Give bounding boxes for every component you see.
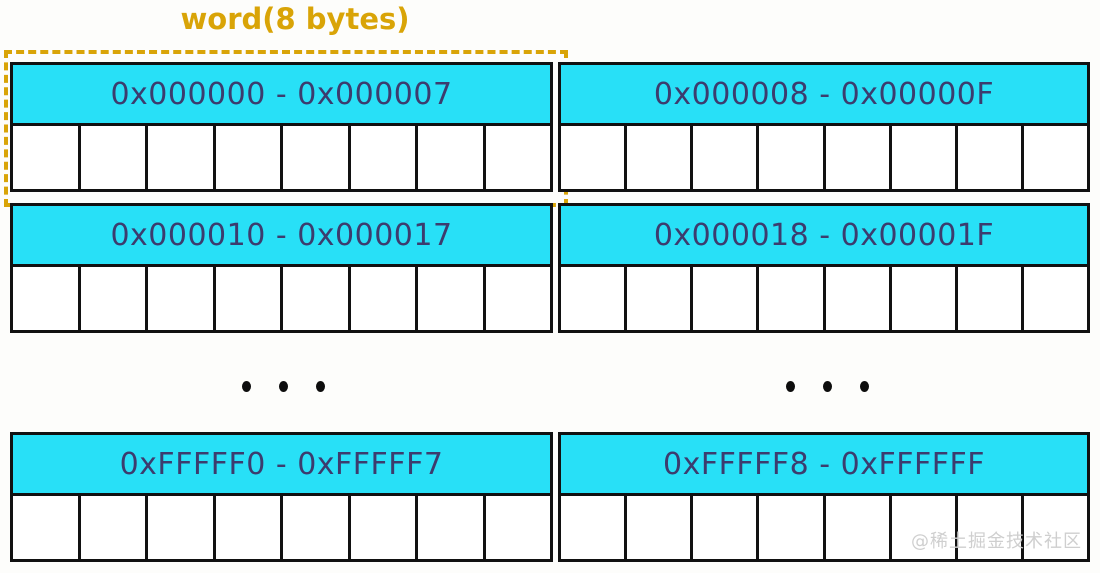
byte-cell — [347, 123, 418, 192]
word-cell-right: 0xFFFFF8 - 0xFFFFFF — [558, 432, 1090, 562]
address-range-label: 0xFFFFF0 - 0xFFFFF7 — [10, 432, 553, 496]
address-range-label: 0x000010 - 0x000017 — [10, 203, 553, 267]
byte-cell — [756, 493, 826, 562]
byte-cell — [558, 493, 628, 562]
byte-cell — [756, 123, 826, 192]
address-range-label: 0xFFFFF8 - 0xFFFFFF — [558, 432, 1090, 496]
ellipsis-dot — [242, 381, 251, 392]
byte-cell — [482, 493, 553, 562]
word-cell-left: 0xFFFFF0 - 0xFFFFF7 — [10, 432, 553, 562]
memory-block-row-2: 0xFFFFF0 - 0xFFFFF7 0xFFFFF8 - 0xFFFFFF — [10, 432, 1090, 562]
byte-cell — [212, 264, 283, 333]
byte-cell — [212, 493, 283, 562]
byte-cell — [415, 493, 486, 562]
byte-cell — [690, 264, 760, 333]
byte-cell — [1020, 123, 1090, 192]
byte-cell — [624, 264, 694, 333]
byte-cell — [415, 123, 486, 192]
byte-cell — [690, 123, 760, 192]
byte-cell — [558, 123, 628, 192]
byte-cell — [212, 123, 283, 192]
byte-cell — [347, 493, 418, 562]
byte-cell — [77, 264, 148, 333]
ellipsis-left — [242, 381, 325, 392]
byte-cell — [482, 123, 553, 192]
ellipsis-dot — [279, 381, 288, 392]
byte-cell — [954, 123, 1024, 192]
ellipsis-dot — [316, 381, 325, 392]
word-cell-left: 0x000010 - 0x000017 — [10, 203, 553, 333]
address-range-label: 0x000018 - 0x00001F — [558, 203, 1090, 267]
byte-cell-row — [10, 493, 553, 562]
word-cell-right: 0x000018 - 0x00001F — [558, 203, 1090, 333]
byte-cell-row — [558, 493, 1090, 562]
byte-cell — [822, 264, 892, 333]
address-range-label: 0x000008 - 0x00000F — [558, 62, 1090, 126]
byte-cell — [280, 493, 351, 562]
byte-cell — [77, 123, 148, 192]
byte-cell — [624, 123, 694, 192]
byte-cell — [280, 123, 351, 192]
byte-cell — [822, 493, 892, 562]
word-cell-left: 0x000000 - 0x000007 — [10, 62, 553, 192]
byte-cell — [558, 264, 628, 333]
byte-cell — [10, 493, 81, 562]
ellipsis-right — [786, 381, 869, 392]
byte-cell — [280, 264, 351, 333]
byte-cell — [756, 264, 826, 333]
byte-cell-row — [10, 264, 553, 333]
byte-cell — [690, 493, 760, 562]
byte-cell — [482, 264, 553, 333]
byte-cell — [954, 264, 1024, 333]
ellipsis-dot — [860, 381, 869, 392]
byte-cell — [1020, 264, 1090, 333]
address-range-label: 0x000000 - 0x000007 — [10, 62, 553, 126]
byte-cell — [145, 123, 216, 192]
address-bar-row: 0x000010 - 0x000017 0x000018 - 0x00001F — [10, 203, 1090, 333]
watermark: @稀土掘金技术社区 — [911, 531, 1082, 552]
byte-cell — [10, 123, 81, 192]
byte-cell-row — [558, 123, 1090, 192]
byte-cell — [10, 264, 81, 333]
ellipsis-dot — [823, 381, 832, 392]
byte-cell — [77, 493, 148, 562]
byte-cell — [624, 493, 694, 562]
byte-cell — [145, 264, 216, 333]
byte-cell — [888, 493, 958, 562]
byte-cell — [888, 264, 958, 333]
memory-block-row-1: 0x000010 - 0x000017 0x000018 - 0x00001F — [10, 203, 1090, 333]
ellipsis-dot — [786, 381, 795, 392]
address-bar-row: 0x000000 - 0x000007 0x000008 - 0x00000F — [10, 62, 1090, 192]
byte-cell — [145, 493, 216, 562]
byte-cell — [347, 264, 418, 333]
byte-cell — [1020, 493, 1090, 562]
byte-cell — [822, 123, 892, 192]
byte-cell — [954, 493, 1024, 562]
word-size-title: word(8 bytes) — [180, 2, 410, 36]
memory-block-row-0: 0x000000 - 0x000007 0x000008 - 0x00000F — [10, 62, 1090, 192]
word-cell-right: 0x000008 - 0x00000F — [558, 62, 1090, 192]
address-bar-row: 0xFFFFF0 - 0xFFFFF7 0xFFFFF8 - 0xFFFFFF — [10, 432, 1090, 562]
byte-cell — [415, 264, 486, 333]
byte-cell — [888, 123, 958, 192]
byte-cell-row — [558, 264, 1090, 333]
byte-cell-row — [10, 123, 553, 192]
